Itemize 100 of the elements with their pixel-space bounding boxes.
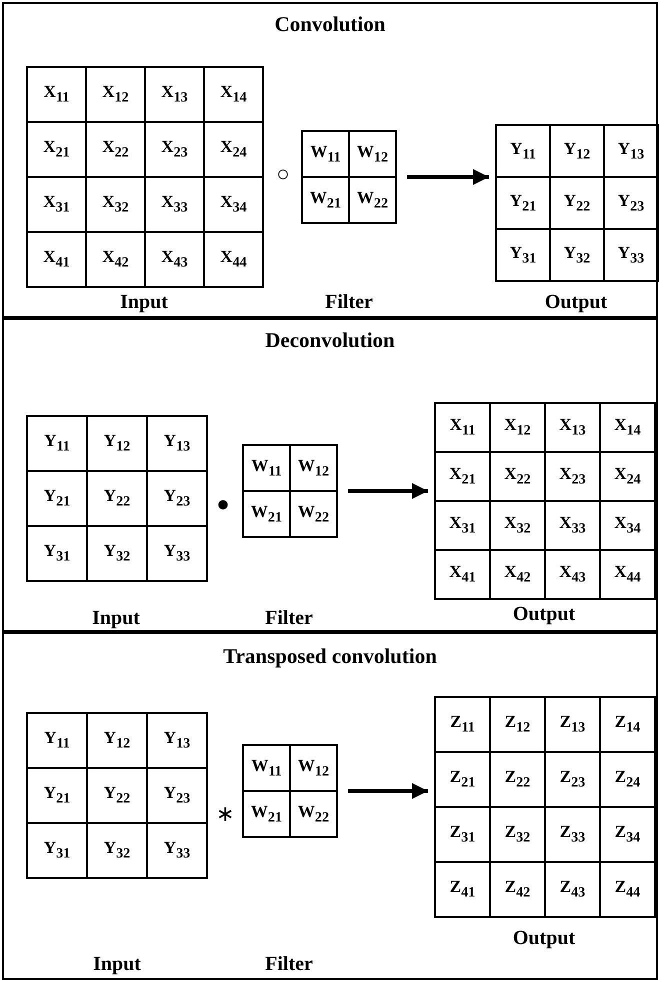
- matrix-entry: Z$_{14}$: [614, 712, 640, 737]
- matrix-caption: Output: [512, 928, 576, 948]
- matrix-entry: Y$_{12}$: [564, 138, 590, 164]
- matrix-entry: Y$_{31}$: [44, 838, 70, 863]
- matrix-entry: Y$_{32}$: [564, 242, 590, 268]
- matrix-entry: X$_{41}$: [449, 562, 476, 587]
- matrix-entry: Y$_{22}$: [104, 486, 130, 511]
- matrix-grid: [26, 66, 264, 288]
- matrix-entry: Y$_{11}$: [44, 431, 70, 456]
- matrix-entry: X$_{24}$: [220, 137, 247, 162]
- matrix-entry: X$_{42}$: [102, 247, 129, 272]
- matrix-entry: X$_{31}$: [43, 192, 70, 217]
- matrix-entry: Y$_{32}$: [104, 541, 130, 566]
- matrix-grid: [242, 744, 338, 838]
- matrix-entry: Z$_{44}$: [614, 877, 640, 902]
- matrix-entry: W$_{21}$: [310, 188, 342, 212]
- matrix-entry: X$_{11}$: [44, 82, 70, 107]
- matrix-entry: X$_{14}$: [614, 415, 641, 440]
- matrix-entry: Y$_{21}$: [44, 486, 70, 511]
- matrix-grid: [434, 402, 656, 600]
- matrix-entry: Z$_{43}$: [560, 877, 586, 902]
- matrix-entry: W$_{22}$: [298, 802, 330, 826]
- matrix-entry: Y$_{31}$: [510, 242, 536, 268]
- matrix-entry: X$_{23}$: [559, 464, 586, 489]
- matrix-caption: Filter: [265, 954, 313, 974]
- matrix-entry: Z$_{21}$: [450, 767, 476, 792]
- panel-frame: [2, 2, 658, 318]
- matrix-entry: Y$_{33}$: [164, 838, 190, 863]
- matrix-entry: X$_{33}$: [559, 513, 586, 538]
- panel-title: Transposed convolution: [223, 644, 437, 669]
- matrix-entry: X$_{11}$: [450, 415, 476, 440]
- panel-title: Deconvolution: [265, 328, 395, 353]
- matrix-caption: Input: [120, 292, 168, 312]
- matrix-grid: [26, 415, 208, 582]
- matrix-entry: Y$_{32}$: [104, 838, 130, 863]
- matrix-entry: Y$_{12}$: [104, 728, 130, 753]
- matrix-entry: Y$_{23}$: [164, 486, 190, 511]
- panel-frame: [2, 632, 658, 980]
- matrix-entry: Z$_{34}$: [614, 822, 640, 847]
- matrix-entry: Z$_{12}$: [504, 712, 530, 737]
- matrix-entry: Y$_{11}$: [510, 138, 536, 164]
- matrix-entry: Y$_{21}$: [44, 783, 70, 808]
- matrix-entry: Z$_{41}$: [450, 877, 476, 902]
- matrix-entry: Z$_{11}$: [450, 712, 475, 737]
- matrix-grid: [301, 130, 397, 224]
- matrix-entry: Y$_{13}$: [618, 138, 644, 164]
- matrix-entry: X$_{22}$: [504, 464, 531, 489]
- matrix-entry: Y$_{13}$: [164, 728, 190, 753]
- panel-title: Convolution: [274, 12, 386, 37]
- matrix-entry: X$_{34}$: [220, 192, 247, 217]
- matrix-entry: Z$_{42}$: [504, 877, 530, 902]
- arrow: [348, 483, 428, 499]
- matrix-entry: Z$_{32}$: [504, 822, 530, 847]
- matrix-entry: X$_{12}$: [102, 82, 129, 107]
- matrix-entry: W$_{21}$: [250, 502, 282, 526]
- matrix-entry: X$_{43}$: [161, 247, 188, 272]
- matrix-caption: Filter: [325, 292, 373, 312]
- matrix-entry: X$_{33}$: [161, 192, 188, 217]
- matrix-grid: [495, 124, 659, 282]
- matrix-entry: W$_{12}$: [356, 142, 388, 166]
- matrix-entry: X$_{12}$: [504, 415, 531, 440]
- matrix-grid: [26, 712, 208, 879]
- matrix-caption: Input: [92, 608, 140, 628]
- matrix-entry: Y$_{33}$: [164, 541, 190, 566]
- matrix-entry: X$_{31}$: [449, 513, 476, 538]
- matrix-entry: Y$_{23}$: [618, 190, 644, 216]
- matrix-caption: Filter: [265, 608, 313, 628]
- matrix-entry: X$_{23}$: [161, 137, 188, 162]
- matrix-entry: X$_{42}$: [504, 562, 531, 587]
- matrix-entry: Y$_{21}$: [510, 190, 536, 216]
- matrix-entry: Y$_{33}$: [618, 242, 644, 268]
- matrix-entry: Z$_{13}$: [560, 712, 586, 737]
- matrix-entry: X$_{44}$: [220, 247, 247, 272]
- matrix-entry: W$_{11}$: [310, 142, 341, 166]
- matrix-entry: X$_{14}$: [220, 82, 247, 107]
- matrix-grid: [434, 696, 656, 918]
- arrow: [348, 783, 428, 799]
- matrix-entry: W$_{11}$: [251, 456, 282, 480]
- arrow: [407, 169, 489, 185]
- matrix-entry: Z$_{23}$: [560, 767, 586, 792]
- matrix-entry: Z$_{22}$: [504, 767, 530, 792]
- matrix-entry: X$_{13}$: [559, 415, 586, 440]
- matrix-grid: [242, 444, 338, 538]
- matrix-entry: W$_{11}$: [251, 756, 282, 780]
- matrix-entry: Y$_{12}$: [104, 431, 130, 456]
- operator-symbol: ○: [276, 163, 290, 185]
- matrix-caption: Output: [544, 292, 608, 312]
- matrix-entry: Z$_{33}$: [560, 822, 586, 847]
- matrix-entry: Z$_{24}$: [614, 767, 640, 792]
- matrix-entry: Z$_{31}$: [450, 822, 476, 847]
- matrix-entry: X$_{32}$: [504, 513, 531, 538]
- matrix-entry: X$_{22}$: [102, 137, 129, 162]
- panel-frame: [2, 318, 658, 632]
- matrix-entry: Y$_{22}$: [104, 783, 130, 808]
- matrix-entry: W$_{22}$: [356, 188, 388, 212]
- matrix-caption: Output: [512, 604, 576, 624]
- matrix-entry: W$_{21}$: [250, 802, 282, 826]
- matrix-entry: X$_{41}$: [43, 247, 70, 272]
- matrix-caption: Input: [93, 954, 141, 974]
- matrix-entry: X$_{43}$: [559, 562, 586, 587]
